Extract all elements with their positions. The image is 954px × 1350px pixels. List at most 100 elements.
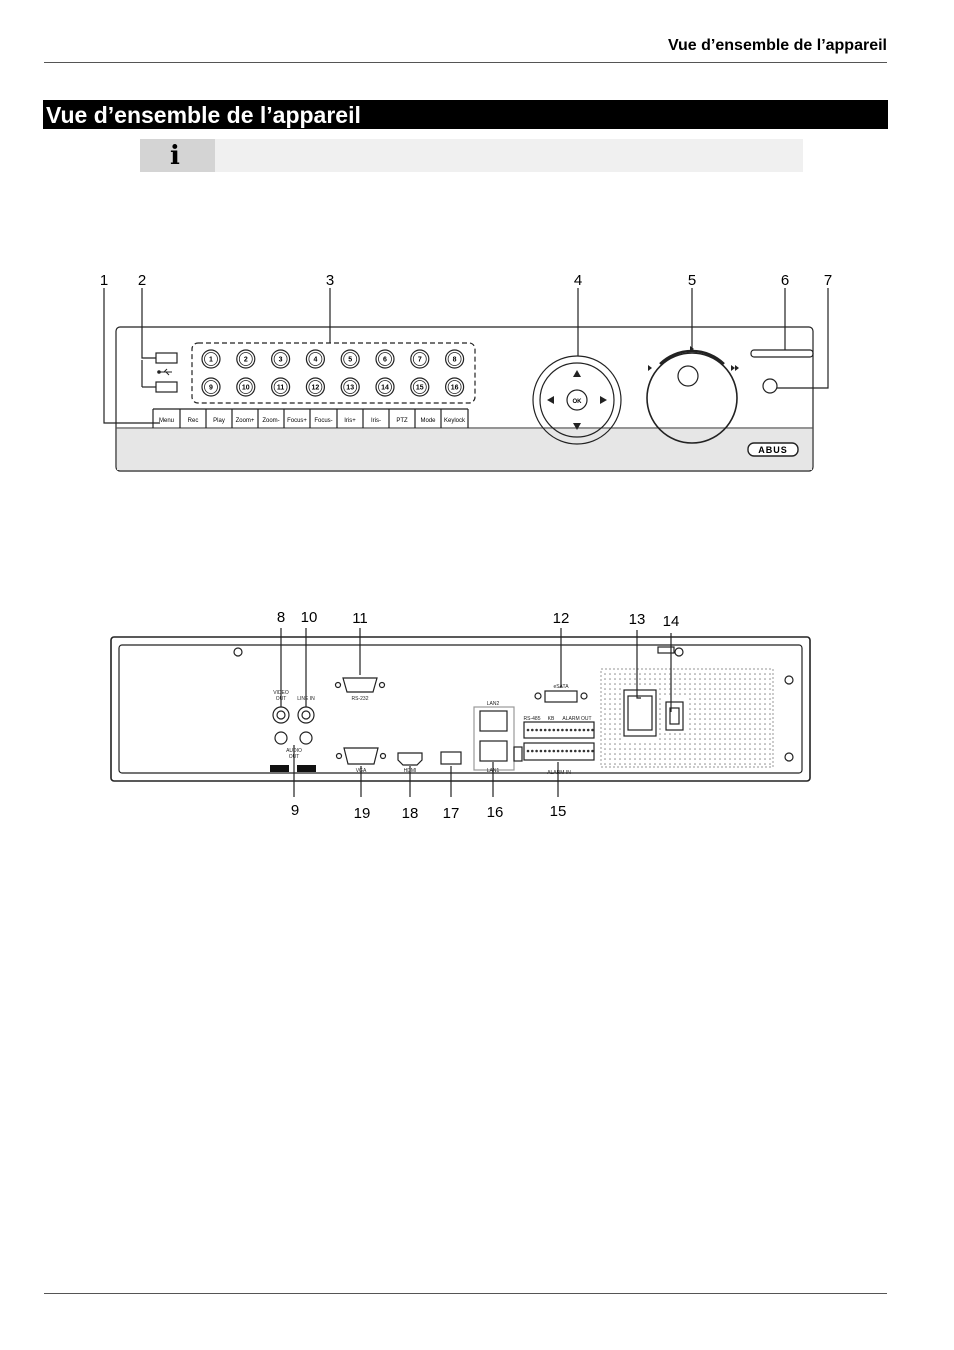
callout-3: 3 bbox=[326, 272, 334, 289]
channel-button-3[interactable]: 3 bbox=[271, 349, 291, 369]
function-key-menu[interactable]: Menu bbox=[159, 418, 174, 424]
vent-hole bbox=[604, 758, 606, 760]
vent-hole bbox=[764, 758, 766, 760]
channel-button-15[interactable]: 15 bbox=[410, 377, 430, 397]
vent-hole bbox=[699, 743, 701, 745]
vent-hole bbox=[634, 743, 636, 745]
vent-hole bbox=[614, 763, 616, 765]
vent-hole bbox=[714, 748, 716, 750]
vent-hole bbox=[759, 703, 761, 705]
vent-hole bbox=[739, 718, 741, 720]
function-key-iris-[interactable]: Iris- bbox=[371, 418, 381, 424]
channel-button-2[interactable]: 2 bbox=[236, 349, 256, 369]
function-keys: Menu Rec Play Zoom+ Zoom- Focus+ Focus- Iris+ Ir… bbox=[159, 418, 466, 424]
vent-hole bbox=[759, 708, 761, 710]
function-key-ptz[interactable]: PTZ bbox=[396, 418, 408, 424]
vent-hole bbox=[604, 673, 606, 675]
vent-hole bbox=[624, 683, 626, 685]
vent-hole bbox=[724, 688, 726, 690]
function-key-keylock[interactable]: Keylock bbox=[444, 418, 466, 424]
channel-button-6[interactable]: 6 bbox=[375, 349, 395, 369]
terminal-screw bbox=[591, 749, 594, 753]
vent-hole bbox=[714, 703, 716, 705]
vent-hole bbox=[619, 733, 621, 735]
vent-hole bbox=[699, 688, 701, 690]
vent-hole bbox=[664, 743, 666, 745]
vent-hole bbox=[714, 728, 716, 730]
vent-hole bbox=[609, 753, 611, 755]
channel-button-10[interactable]: 10 bbox=[236, 377, 256, 397]
rear-panel-figure: VIDEO OUT LINE IN AUDIO OUT RS-232 eSATA… bbox=[110, 609, 811, 822]
vent-hole bbox=[734, 758, 736, 760]
vent-hole bbox=[759, 698, 761, 700]
function-key-zoom-[interactable]: Zoom- bbox=[262, 418, 279, 424]
vent-hole bbox=[709, 763, 711, 765]
vent-hole bbox=[674, 693, 676, 695]
function-key-focus-[interactable]: Focus+ bbox=[287, 418, 307, 424]
vent-hole bbox=[689, 688, 691, 690]
channel-button-label: 12 bbox=[312, 385, 320, 392]
vent-hole bbox=[724, 703, 726, 705]
vent-hole bbox=[649, 683, 651, 685]
function-key-rec[interactable]: Rec bbox=[188, 418, 199, 424]
vent-hole bbox=[619, 683, 621, 685]
vent-hole bbox=[759, 718, 761, 720]
vent-hole bbox=[704, 683, 706, 685]
vent-hole bbox=[624, 748, 626, 750]
function-key-mode[interactable]: Mode bbox=[420, 418, 436, 424]
vent-hole bbox=[614, 753, 616, 755]
vent-hole bbox=[649, 748, 651, 750]
vent-hole bbox=[769, 723, 771, 725]
channel-button-1[interactable]: 1 bbox=[201, 349, 221, 369]
channel-button-8[interactable]: 8 bbox=[445, 349, 465, 369]
channel-button-7[interactable]: 7 bbox=[410, 349, 430, 369]
vent-hole bbox=[729, 738, 731, 740]
vent-hole bbox=[739, 688, 741, 690]
channel-button-13[interactable]: 13 bbox=[340, 377, 360, 397]
vent-hole bbox=[689, 758, 691, 760]
vent-hole bbox=[764, 733, 766, 735]
vent-hole bbox=[719, 763, 721, 765]
vent-hole bbox=[689, 748, 691, 750]
section-title-bar: Vue d’ensemble de l’appareil bbox=[43, 100, 888, 129]
channel-button-4[interactable]: 4 bbox=[305, 349, 325, 369]
vent-hole bbox=[604, 693, 606, 695]
vent-hole bbox=[724, 743, 726, 745]
vent-hole bbox=[749, 688, 751, 690]
vent-hole bbox=[639, 673, 641, 675]
vent-hole bbox=[664, 688, 666, 690]
vent-hole bbox=[734, 728, 736, 730]
vent-hole bbox=[629, 763, 631, 765]
channel-button-14[interactable]: 14 bbox=[375, 377, 395, 397]
vent-hole bbox=[669, 678, 671, 680]
vent-hole bbox=[744, 718, 746, 720]
vent-hole bbox=[739, 753, 741, 755]
channel-button-9[interactable]: 9 bbox=[201, 377, 221, 397]
vga-label: VGA bbox=[356, 768, 367, 774]
function-key-iris-[interactable]: Iris+ bbox=[344, 418, 356, 424]
vent-hole bbox=[694, 753, 696, 755]
vent-hole bbox=[689, 738, 691, 740]
channel-button-5[interactable]: 5 bbox=[340, 349, 360, 369]
channel-button-label: 16 bbox=[451, 385, 459, 392]
vent-hole bbox=[754, 763, 756, 765]
function-key-focus-[interactable]: Focus- bbox=[314, 418, 332, 424]
vent-hole bbox=[759, 748, 761, 750]
vent-hole bbox=[624, 758, 626, 760]
callout-4: 4 bbox=[574, 272, 582, 289]
channel-button-12[interactable]: 12 bbox=[305, 377, 325, 397]
vent-hole bbox=[694, 693, 696, 695]
vent-hole bbox=[754, 733, 756, 735]
terminal-screw bbox=[586, 749, 590, 753]
function-key-zoom-[interactable]: Zoom+ bbox=[236, 418, 255, 424]
function-key-play[interactable]: Play bbox=[213, 418, 225, 424]
vent-hole bbox=[689, 733, 691, 735]
vent-hole bbox=[629, 673, 631, 675]
vent-hole bbox=[604, 688, 606, 690]
channel-button-16[interactable]: 16 bbox=[445, 377, 465, 397]
channel-button-11[interactable]: 11 bbox=[271, 377, 291, 397]
terminal-screw bbox=[569, 728, 573, 732]
vent-hole bbox=[709, 728, 711, 730]
